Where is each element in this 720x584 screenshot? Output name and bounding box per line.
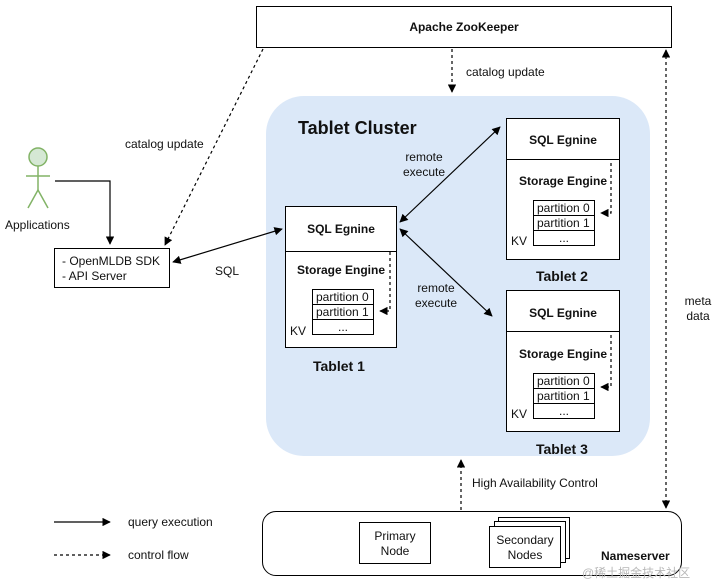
sdk-line2: - API Server [62, 269, 127, 283]
actor-label: Applications [5, 218, 70, 232]
tablet-1-divider [286, 251, 396, 252]
secondary-nodes-line1: Secondary [496, 533, 554, 547]
primary-node-line2: Node [380, 544, 410, 558]
primary-node-box: Primary Node [359, 522, 431, 564]
tablet-3-title: Tablet 3 [536, 441, 588, 457]
zookeeper-title: Apache ZooKeeper [409, 20, 519, 34]
tablet-3-divider [507, 331, 619, 332]
tablet-2-storage-engine: Storage Engine [518, 174, 607, 188]
tablet-2-partition-0: partition 0 [533, 200, 595, 216]
tablet-2-partition-more: ... [533, 230, 595, 246]
tablet-1-partition-more: ... [312, 319, 374, 335]
tablet-2-box: SQL Egnine Storage Engine partition 0 pa… [506, 118, 620, 260]
watermark: @稀土掘金技术社区 [582, 566, 691, 580]
tablet-2-sql-engine: SQL Egnine [529, 133, 597, 147]
sdk-box: - OpenMLDB SDK - API Server [54, 248, 170, 288]
tablet-2-divider [507, 159, 619, 160]
metadata-label-line2: data [686, 309, 710, 323]
remote-execute-1-line1: remote [405, 150, 443, 164]
tablet-3-sql-engine: SQL Egnine [529, 306, 597, 320]
primary-node-line1: Primary [374, 529, 416, 543]
zookeeper-box: Apache ZooKeeper [256, 6, 672, 48]
ha-control-label: High Availability Control [472, 476, 598, 490]
tablet-1-storage-engine: Storage Engine [296, 263, 385, 277]
tablet-1-sql-engine: SQL Egnine [307, 222, 375, 236]
catalog-update-top-label: catalog update [466, 65, 545, 79]
tablet-1-partition-0: partition 0 [312, 289, 374, 305]
tablet-1-title: Tablet 1 [313, 358, 365, 374]
tablet-3-partition-more: ... [533, 403, 595, 419]
secondary-nodes-line2: Nodes [507, 548, 543, 562]
nameserver-title: Nameserver [601, 549, 670, 563]
remote-execute-2-line2: execute [414, 296, 458, 310]
secondary-nodes-box: Secondary Nodes [489, 526, 561, 568]
tablet-2-partition-1: partition 1 [533, 215, 595, 231]
sdk-line1: - OpenMLDB SDK [62, 254, 161, 268]
tablet-3-kv-label: KV [511, 407, 528, 421]
sql-label: SQL [215, 264, 240, 278]
tablet-3-partition-0: partition 0 [533, 373, 595, 389]
catalog-update-left-label: catalog update [125, 137, 204, 151]
tablet-1-partition-1: partition 1 [312, 304, 374, 320]
actor-icon [26, 147, 50, 209]
tablet-1-kv-label: KV [290, 324, 307, 338]
tablet-2-title: Tablet 2 [536, 268, 588, 284]
tablet-3-storage-engine: Storage Engine [518, 347, 607, 361]
metadata-label-line1: meta [684, 294, 712, 308]
remote-execute-1-line2: execute [402, 165, 446, 179]
tablet-1-box: SQL Egnine Storage Engine partition 0 pa… [285, 206, 397, 348]
actor-to-sdk-arrow [55, 180, 115, 245]
tablet-3-box: SQL Egnine Storage Engine partition 0 pa… [506, 290, 620, 432]
cluster-title: Tablet Cluster [298, 118, 417, 138]
tablet-3-partition-1: partition 1 [533, 388, 595, 404]
legend-dashed-label: control flow [128, 548, 189, 562]
tablet-2-kv-label: KV [511, 234, 528, 248]
nameserver-box: Nameserver [262, 511, 682, 576]
legend-solid-label: query execution [128, 515, 213, 529]
remote-execute-2-line1: remote [417, 281, 455, 295]
